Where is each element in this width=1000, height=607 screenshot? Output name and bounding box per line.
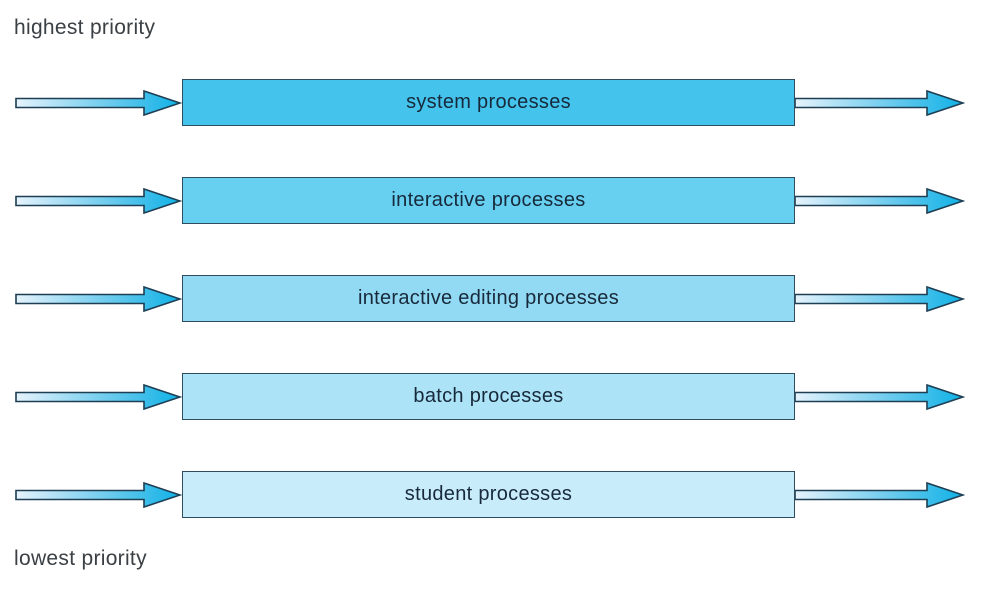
- queue-outflow-arrow-icon: [795, 89, 965, 116]
- queue-outflow-arrow-icon: [795, 285, 965, 312]
- queue-outflow-arrow-icon: [795, 481, 965, 508]
- highest-priority-label: highest priority: [14, 16, 156, 39]
- queue-outflow-arrow-icon: [795, 187, 965, 214]
- queue-inflow-arrow-icon: [15, 187, 182, 214]
- queue-box: batch processes: [182, 373, 795, 420]
- queue-box: student processes: [182, 471, 795, 518]
- queue-label: student processes: [404, 483, 573, 505]
- queue-row: system processes: [0, 79, 1000, 126]
- queue-rows: system processes interactive processes i…: [0, 79, 1000, 569]
- queue-outflow-arrow-icon: [795, 383, 965, 410]
- queue-box: system processes: [182, 79, 795, 126]
- queue-inflow-arrow-icon: [15, 481, 182, 508]
- queue-inflow-arrow-icon: [15, 285, 182, 312]
- queue-label: interactive editing processes: [357, 287, 620, 309]
- queue-inflow-arrow-icon: [15, 383, 182, 410]
- lowest-priority-label: lowest priority: [14, 547, 147, 570]
- queue-label: system processes: [406, 91, 571, 113]
- queue-row: batch processes: [0, 373, 1000, 420]
- queue-row: student processes: [0, 471, 1000, 518]
- queue-box: interactive processes: [182, 177, 795, 224]
- queue-label: batch processes: [413, 385, 564, 407]
- queue-row: interactive editing processes: [0, 275, 1000, 322]
- queue-box: interactive editing processes: [182, 275, 795, 322]
- queue-label: interactive processes: [391, 189, 586, 211]
- queue-row: interactive processes: [0, 177, 1000, 224]
- queue-inflow-arrow-icon: [15, 89, 182, 116]
